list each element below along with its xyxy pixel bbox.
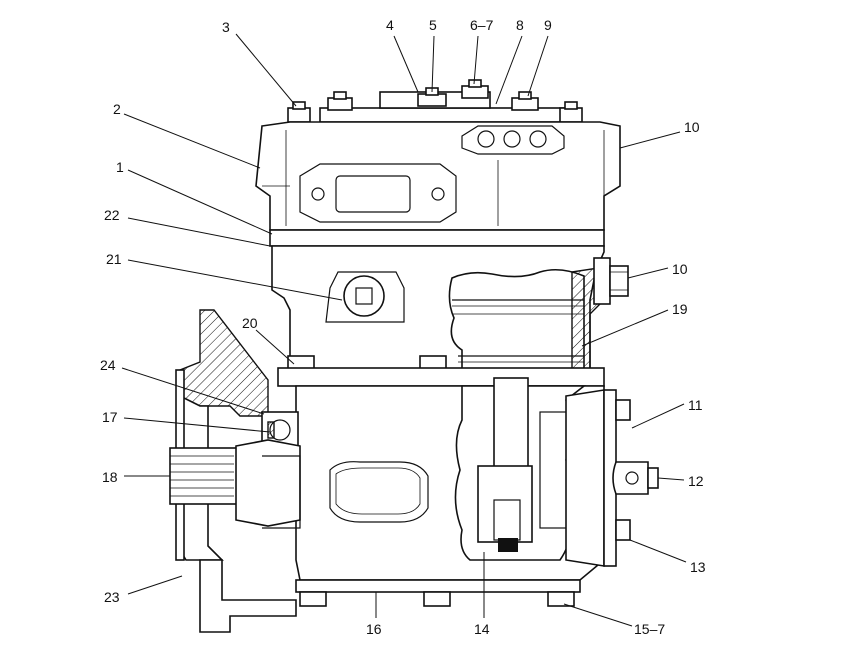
leader-2 bbox=[123, 113, 261, 169]
head-bolt bbox=[327, 91, 353, 111]
leader-10-side bbox=[627, 267, 669, 279]
crankcase bbox=[277, 367, 659, 607]
callout-6-7: 6–7 bbox=[470, 17, 494, 33]
leader-5 bbox=[431, 35, 435, 93]
leader-12 bbox=[657, 477, 685, 481]
leader-17 bbox=[123, 417, 271, 433]
leader-19 bbox=[581, 309, 669, 347]
drive-end-housing bbox=[169, 309, 301, 633]
callout-12: 12 bbox=[688, 473, 704, 489]
leader-4 bbox=[393, 35, 419, 93]
callout-9: 9 bbox=[544, 17, 552, 33]
callout-17: 17 bbox=[102, 409, 118, 425]
leader-1 bbox=[127, 169, 273, 235]
callout-18: 18 bbox=[102, 469, 118, 485]
leader-lines bbox=[121, 33, 687, 627]
leader-21 bbox=[127, 259, 343, 301]
callout-10-top: 10 bbox=[684, 119, 700, 135]
leader-10-top bbox=[619, 131, 681, 149]
callout-3: 3 bbox=[222, 19, 230, 35]
callout-10-side: 10 bbox=[672, 261, 688, 277]
callout-labels: 3 4 5 6–7 8 9 2 10 1 22 21 10 19 20 24 1… bbox=[100, 17, 706, 637]
callout-22: 22 bbox=[104, 207, 120, 223]
callout-14: 14 bbox=[474, 621, 490, 637]
callout-20: 20 bbox=[242, 315, 258, 331]
callout-21: 21 bbox=[106, 251, 122, 267]
callout-11: 11 bbox=[688, 397, 703, 413]
leader-23 bbox=[127, 575, 183, 595]
leader-11 bbox=[631, 403, 685, 429]
head-bolt bbox=[461, 79, 489, 99]
head-bolt bbox=[559, 101, 583, 123]
head-bolt bbox=[287, 101, 311, 123]
leader-8 bbox=[495, 35, 523, 105]
callout-19: 19 bbox=[672, 301, 688, 317]
callout-1: 1 bbox=[116, 159, 124, 175]
leader-6-7 bbox=[473, 35, 479, 85]
leader-13 bbox=[629, 539, 687, 563]
leader-9 bbox=[527, 35, 549, 97]
leader-22 bbox=[127, 217, 271, 247]
leader-24 bbox=[121, 367, 265, 415]
head-bolt bbox=[511, 91, 539, 111]
callout-15-7: 15–7 bbox=[634, 621, 665, 637]
cylinder-head bbox=[255, 79, 621, 231]
callout-16: 16 bbox=[366, 621, 382, 637]
callout-24: 24 bbox=[100, 357, 116, 373]
callout-13: 13 bbox=[690, 559, 706, 575]
cylinder-block bbox=[271, 245, 629, 387]
callout-4: 4 bbox=[386, 17, 394, 33]
callout-23: 23 bbox=[104, 589, 120, 605]
leader-3 bbox=[235, 33, 297, 107]
callout-5: 5 bbox=[429, 17, 437, 33]
head-gasket bbox=[269, 229, 605, 247]
callout-8: 8 bbox=[516, 17, 524, 33]
leader-20 bbox=[255, 329, 295, 365]
callout-2: 2 bbox=[113, 101, 121, 117]
leader-15-7 bbox=[563, 603, 633, 627]
